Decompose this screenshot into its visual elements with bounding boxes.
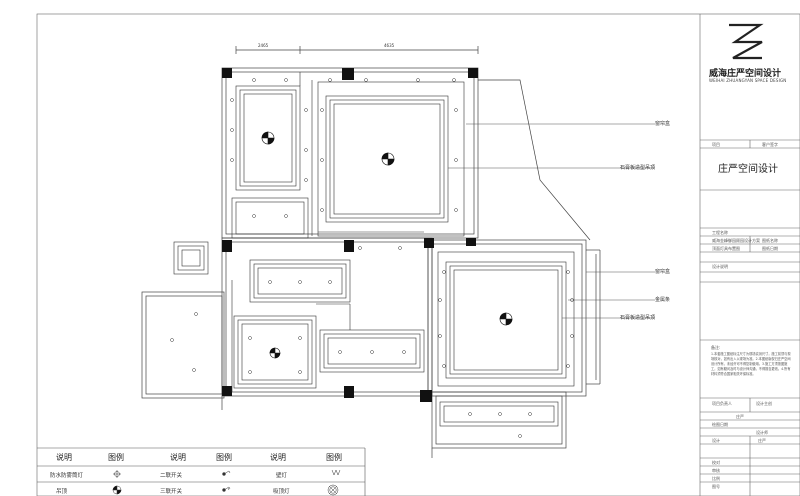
tb-label-drawing-name: 图纸名称 [762, 238, 778, 243]
annotation-curtain-box-2: 窗帘盒 [655, 269, 671, 275]
legend-item-triple-switch: 三联开关 [160, 489, 183, 495]
annotation-gypsum-ceiling-1: 石膏板造型吊顶 [620, 165, 656, 171]
legend-header-desc-1: 说明 [56, 453, 72, 462]
tb-chief-designer-name: 庄严 [736, 414, 744, 419]
tb-label-drawing-no: 图号 [712, 484, 720, 489]
tb-label-designer: 设计师 [756, 430, 768, 435]
wall-lamp-icon [331, 469, 341, 476]
downlight-dots [170, 78, 574, 438]
tb-label-design-notes: 设计说明 [712, 264, 728, 269]
tb-label-chief-designer: 设计主创 [756, 401, 772, 406]
triple-switch-icon [222, 486, 231, 492]
tb-label-drawing-date: 绘图日期 [712, 422, 728, 427]
project-name: 庄严空间设计 [718, 164, 778, 175]
annotation-gypsum-ceiling-2: 石膏板造型吊顶 [620, 315, 656, 321]
tb-notes-body: 1.本套施工图纸标注尺寸为现场实测尺寸，施工前须与现场核对，如有出入以现场为准。… [711, 352, 791, 376]
legend-item-double-switch: 二联开关 [160, 473, 183, 479]
dimension-left: 2465 [258, 43, 269, 48]
tb-drawing-name: 顶面灯具布置图 [712, 246, 740, 251]
tb-label-design: 设计 [712, 438, 720, 443]
legend-header-icon-1: 图例 [108, 453, 124, 462]
legend-header-icon-2: 图例 [216, 453, 232, 462]
structural-columns [222, 68, 478, 402]
tb-label-lead: 项目负责人 [712, 401, 732, 406]
legend-icons [112, 469, 341, 496]
brand-name-en: WEIHAI ZHUANGYAN SPACE DESIGN [709, 78, 787, 83]
chandelier-icon [112, 485, 122, 495]
annotation-metal-strip: 金属条 [655, 297, 671, 303]
legend-item-ceiling-lamp: 吸顶灯 [273, 489, 290, 495]
tb-project-title: 威海金峰御园顾园设计方案 [712, 238, 760, 243]
dimension-right: 4635 [384, 43, 395, 48]
ceiling-panels [173, 72, 575, 427]
tb-label-review: 审核 [712, 468, 720, 473]
tb-label-project-name: 工程名称 [712, 230, 728, 235]
tb-label-project: 项目 [712, 142, 720, 147]
legend-item-chandelier: 吊顶 [56, 489, 68, 495]
floor-plan-walls [141, 46, 601, 458]
leader-lines [448, 123, 655, 319]
brand-name-cn: 威海庄严空间设计 [709, 69, 782, 79]
ceiling-lamp-icon [327, 484, 339, 496]
tb-label-scale: 比例 [712, 476, 720, 481]
tb-label-date: 图纸日期 [762, 246, 778, 251]
legend-item-wall-lamp: 壁灯 [276, 473, 288, 479]
tb-designer-name: 庄严 [758, 438, 766, 443]
legend-table-grid [37, 447, 366, 496]
double-switch-icon [222, 470, 231, 476]
legend-header-icon-3: 图例 [326, 453, 342, 462]
legend-header-desc-3: 说明 [270, 453, 286, 462]
waterproof-downlight-icon [113, 470, 121, 478]
tb-notes-heading: 备注: [711, 345, 721, 350]
legend-item-waterproof-downlight: 防水防雾筒灯 [50, 473, 84, 479]
brand-logo [729, 23, 764, 60]
tb-label-client-sign: 客户签字 [762, 142, 778, 147]
legend-header-desc-2: 说明 [170, 453, 186, 462]
sheet-border [36, 13, 800, 496]
tb-label-proofread: 校对 [712, 460, 720, 465]
annotation-curtain-box-1: 窗帘盒 [655, 121, 671, 127]
chandelier-symbols [261, 131, 513, 359]
